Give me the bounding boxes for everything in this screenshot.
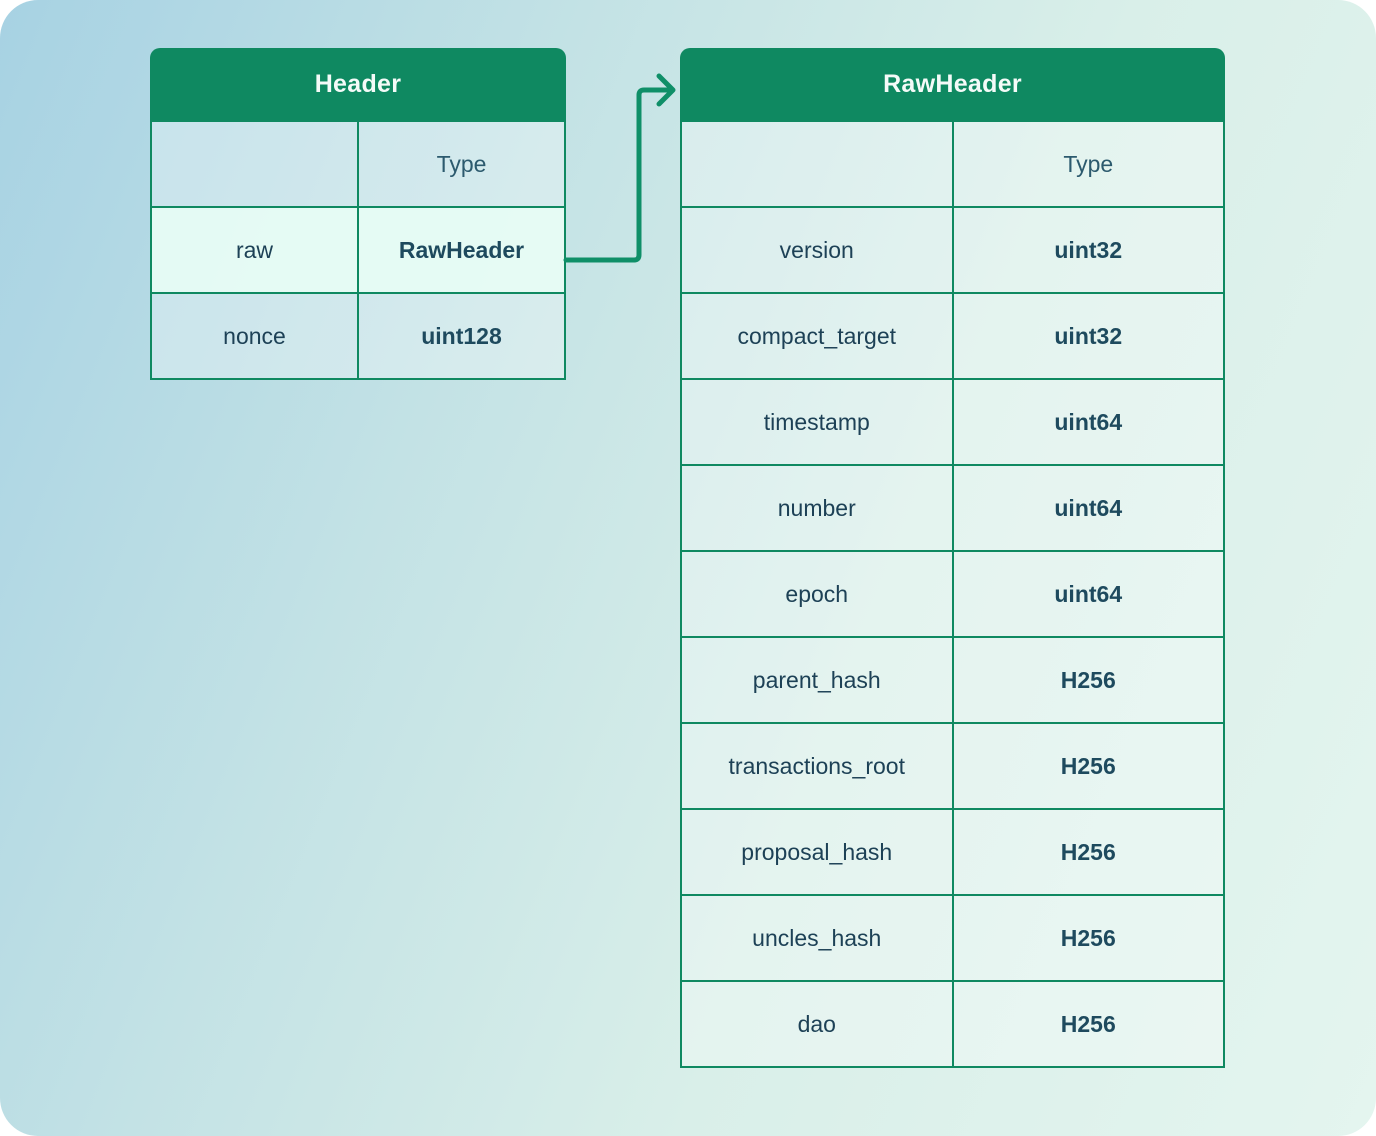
field-name-cell: number <box>680 464 954 552</box>
field-type-cell: H256 <box>951 808 1225 896</box>
field-type-cell: RawHeader <box>357 206 566 294</box>
empty-corner-cell <box>680 120 954 208</box>
field-name-cell: parent_hash <box>680 636 954 724</box>
field-name-cell: dao <box>680 980 954 1068</box>
arrow-line <box>563 87 673 263</box>
field-type-cell: uint64 <box>951 464 1225 552</box>
field-name-cell: version <box>680 206 954 294</box>
table-row-dao: dao H256 <box>680 980 1225 1068</box>
column-header-row: Type <box>150 120 566 208</box>
header-table-grid: Type raw RawHeader nonce uint128 <box>150 120 566 380</box>
empty-corner-cell <box>150 120 359 208</box>
rawheader-struct-table: RawHeader Type version uint32 compact_ta… <box>680 48 1225 1068</box>
header-struct-table: Header Type raw RawHeader nonce uint128 <box>150 48 566 380</box>
field-name-cell: timestamp <box>680 378 954 466</box>
type-column-header: Type <box>357 120 566 208</box>
field-name-cell: proposal_hash <box>680 808 954 896</box>
table-row-proposal-hash: proposal_hash H256 <box>680 808 1225 896</box>
field-name-cell: epoch <box>680 550 954 638</box>
table-row-timestamp: timestamp uint64 <box>680 378 1225 466</box>
field-type-cell: H256 <box>951 722 1225 810</box>
table-row-parent-hash: parent_hash H256 <box>680 636 1225 724</box>
field-type-cell: H256 <box>951 894 1225 982</box>
field-type-cell: uint32 <box>951 292 1225 380</box>
field-type-cell: uint128 <box>357 292 566 380</box>
table-row-compact-target: compact_target uint32 <box>680 292 1225 380</box>
table-row-transactions-root: transactions_root H256 <box>680 722 1225 810</box>
field-type-cell: H256 <box>951 980 1225 1068</box>
field-type-cell: uint32 <box>951 206 1225 294</box>
rawheader-table-title: RawHeader <box>680 48 1225 120</box>
field-name-cell: uncles_hash <box>680 894 954 982</box>
header-table-title: Header <box>150 48 566 120</box>
table-row-uncles-hash: uncles_hash H256 <box>680 894 1225 982</box>
table-row-version: version uint32 <box>680 206 1225 294</box>
type-column-header: Type <box>951 120 1225 208</box>
raw-to-rawheader-arrow <box>563 73 676 263</box>
field-name-cell: compact_target <box>680 292 954 380</box>
rawheader-table-grid: Type version uint32 compact_target uint3… <box>680 120 1225 1068</box>
field-type-cell: uint64 <box>951 550 1225 638</box>
table-row-epoch: epoch uint64 <box>680 550 1225 638</box>
table-row-nonce: nonce uint128 <box>150 292 566 380</box>
arrow-head-icon <box>656 73 676 107</box>
table-row-number: number uint64 <box>680 464 1225 552</box>
field-type-cell: uint64 <box>951 378 1225 466</box>
field-type-cell: H256 <box>951 636 1225 724</box>
table-row-raw: raw RawHeader <box>150 206 566 294</box>
column-header-row: Type <box>680 120 1225 208</box>
field-name-cell: transactions_root <box>680 722 954 810</box>
field-name-cell: raw <box>150 206 359 294</box>
field-name-cell: nonce <box>150 292 359 380</box>
